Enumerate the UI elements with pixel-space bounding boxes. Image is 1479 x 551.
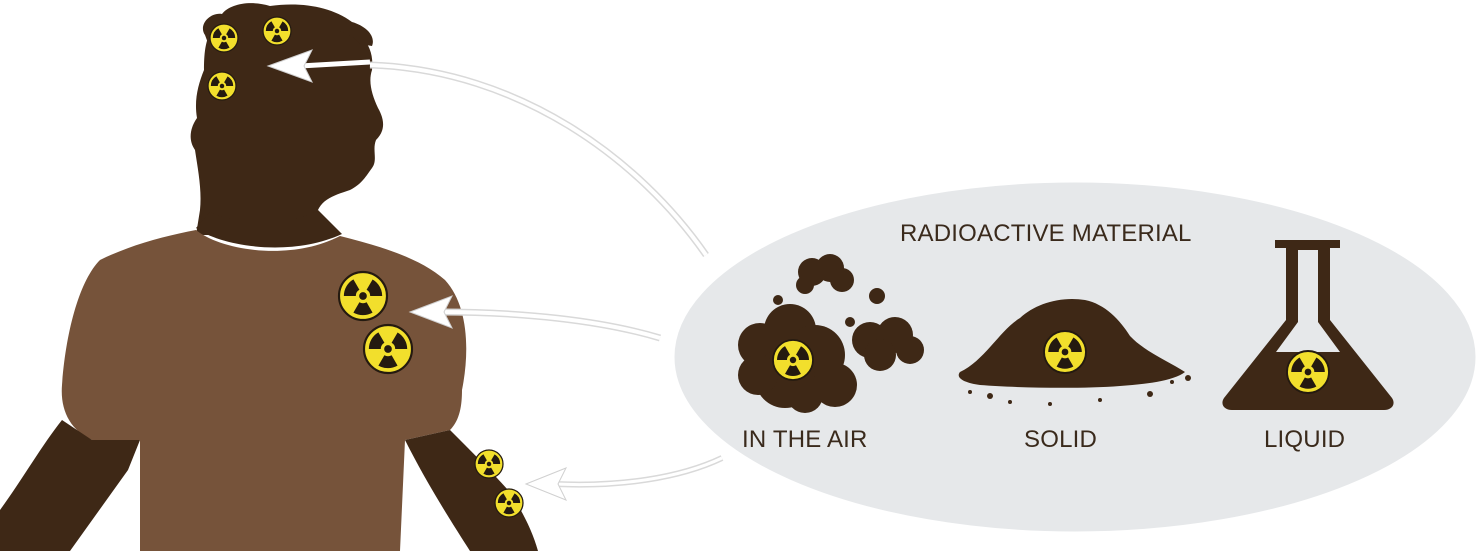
hair [202,3,373,55]
label-in-the-air: IN THE AIR [742,426,868,453]
hazard-icon [210,24,238,53]
exposure-arrows [266,49,724,501]
hazard-icon [339,272,387,321]
arrow-head-shoulder [408,295,454,329]
hazard-icon [364,325,412,374]
hazard-icon [1287,351,1329,394]
left-arm [0,420,140,551]
neck [196,210,342,248]
flask-icon [1222,240,1394,410]
hazard-icon [1044,331,1086,374]
person-silhouette [0,3,538,551]
hazard-icon [475,450,503,479]
label-solid: SOLID [1024,426,1098,453]
shirt [61,230,467,551]
label-liquid: LIQUID [1264,426,1346,453]
hazard-icon [773,340,813,381]
diagram-title: RADIOACTIVE MATERIAL [900,220,1192,247]
hazard-icon [495,489,523,518]
arrow-to-head [369,61,709,257]
arrow-head-arm [524,467,568,501]
hazard-icon [263,17,291,46]
right-arm [405,430,538,551]
arrow-head-head [266,49,314,83]
hazard-icon [208,72,236,101]
